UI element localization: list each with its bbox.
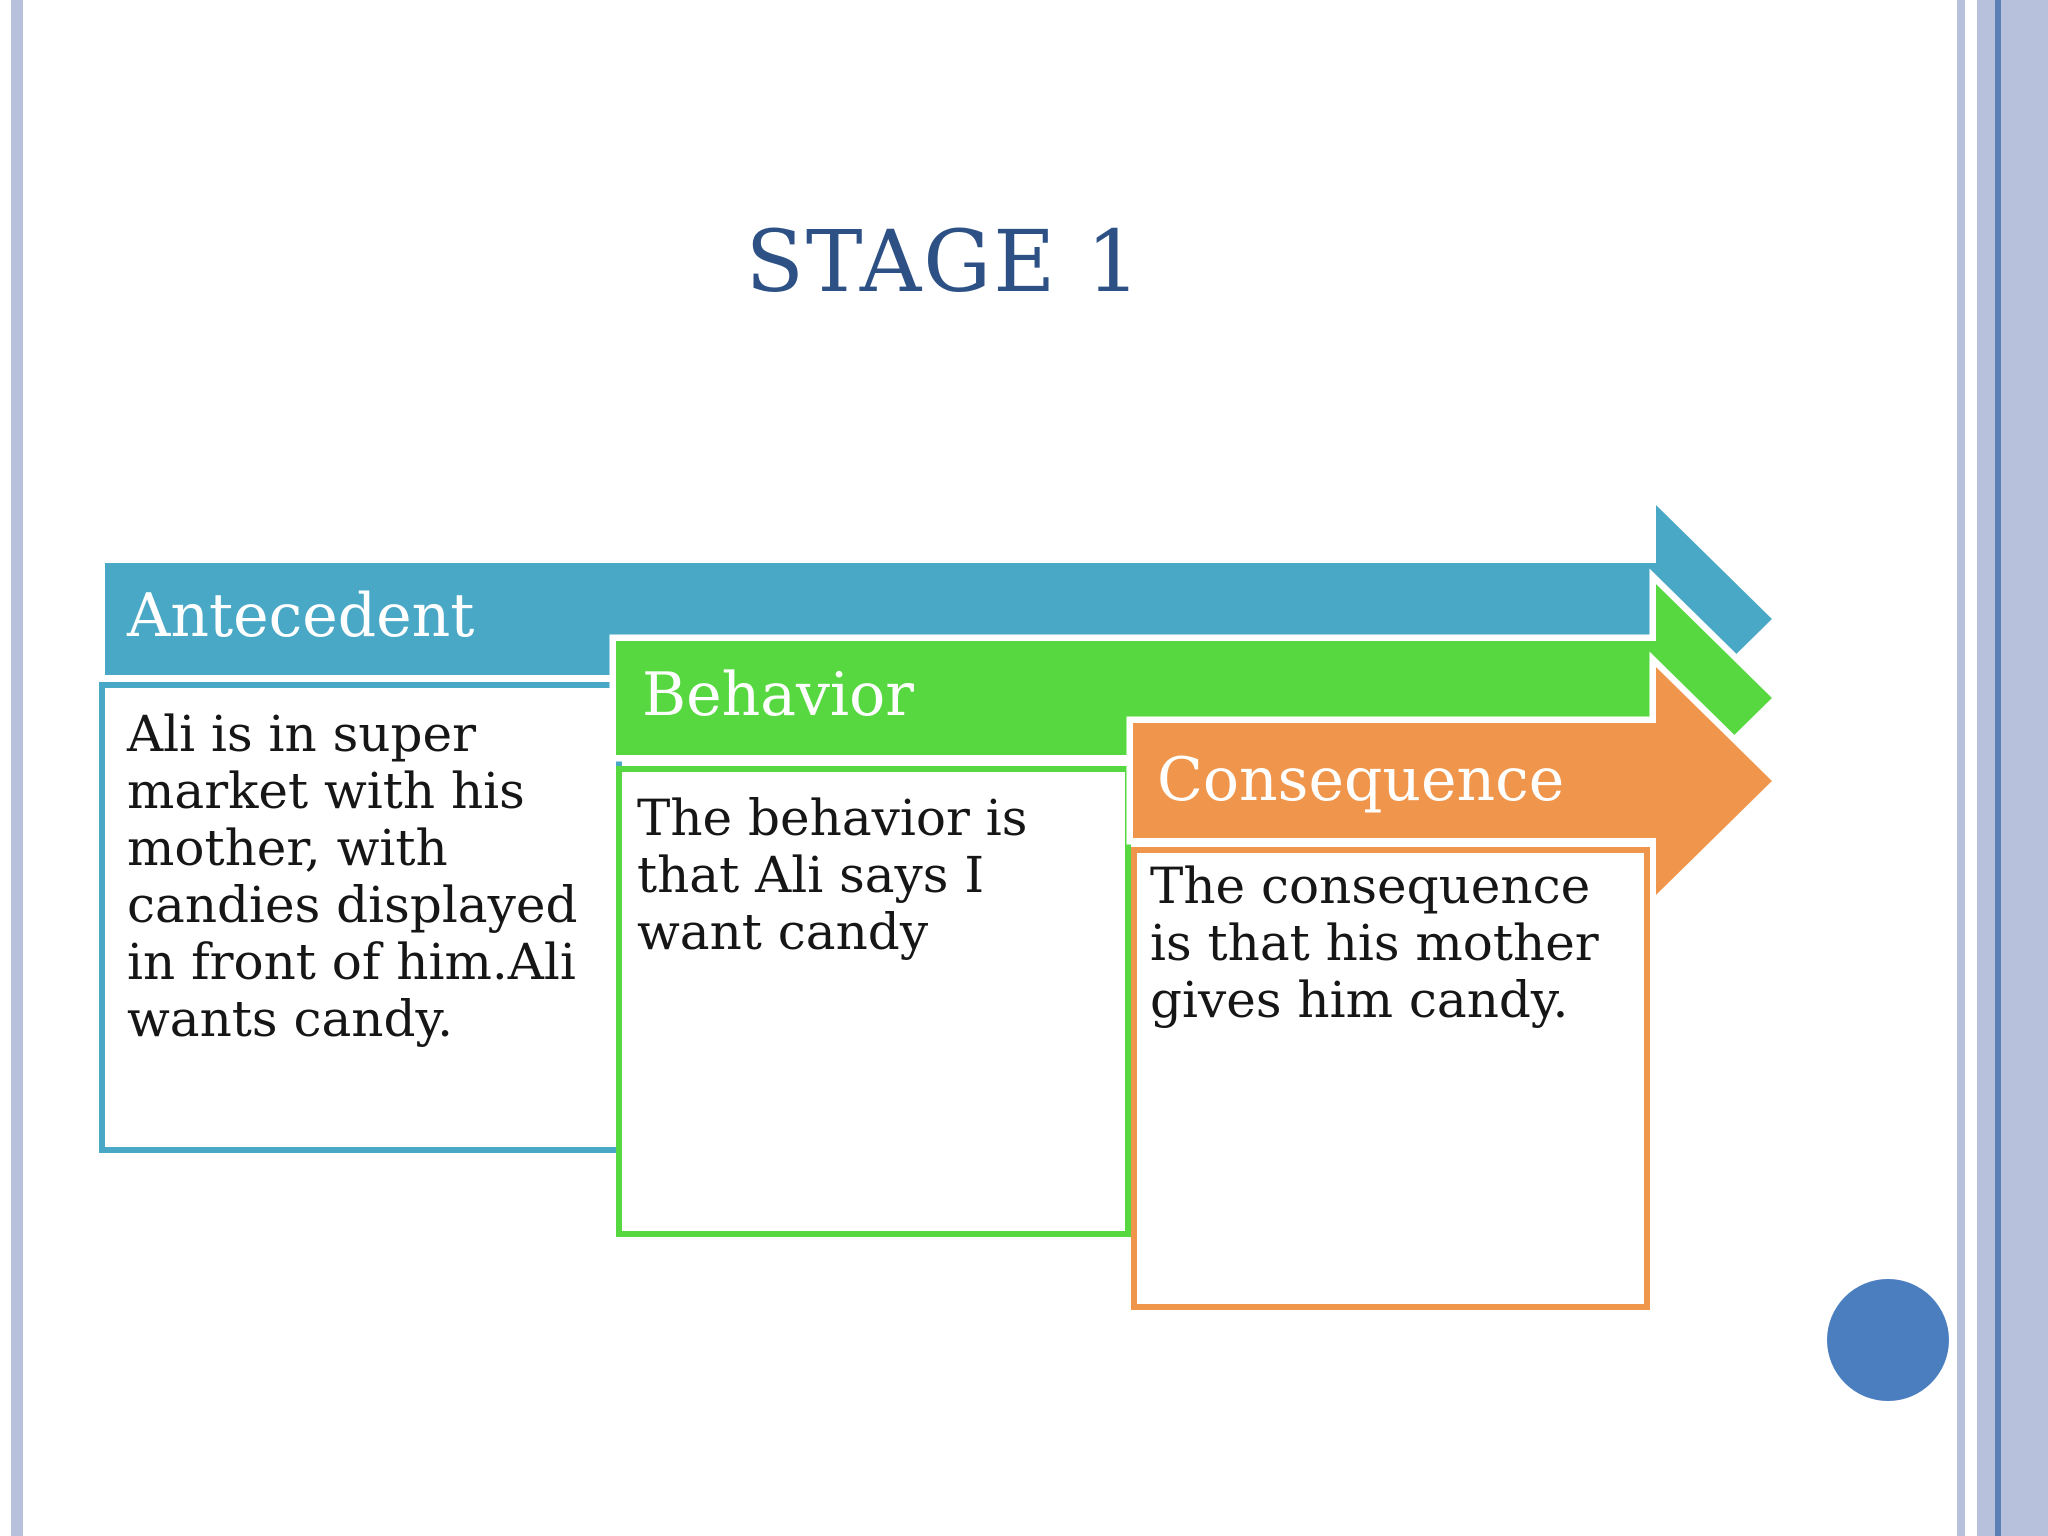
consequence-banner-label: Consequence <box>1157 744 1565 815</box>
page-title: STAGE 1 <box>745 213 1143 312</box>
right-rail-band <box>1977 0 2048 1536</box>
behavior-banner-label: Behavior <box>642 660 914 730</box>
antecedent-body-text: Ali is in super market with his mother, … <box>127 705 578 1048</box>
left-rail-stripe <box>11 0 23 1536</box>
behavior-textbox <box>616 766 1131 1237</box>
consequence-body-text: The consequence is that his mother gives… <box>1150 857 1599 1029</box>
right-rail-accent-line <box>1995 0 2001 1536</box>
behavior-body-text: The behavior is that Ali says I want can… <box>637 789 1028 961</box>
consequence-textbox <box>1131 847 1650 1310</box>
antecedent-textbox <box>99 682 622 1153</box>
right-rail-thin-stripe <box>1957 0 1965 1536</box>
antecedent-banner-label: Antecedent <box>127 581 475 651</box>
consequence-arrow <box>1126 651 1782 911</box>
corner-circle-decoration <box>1827 1279 1949 1401</box>
